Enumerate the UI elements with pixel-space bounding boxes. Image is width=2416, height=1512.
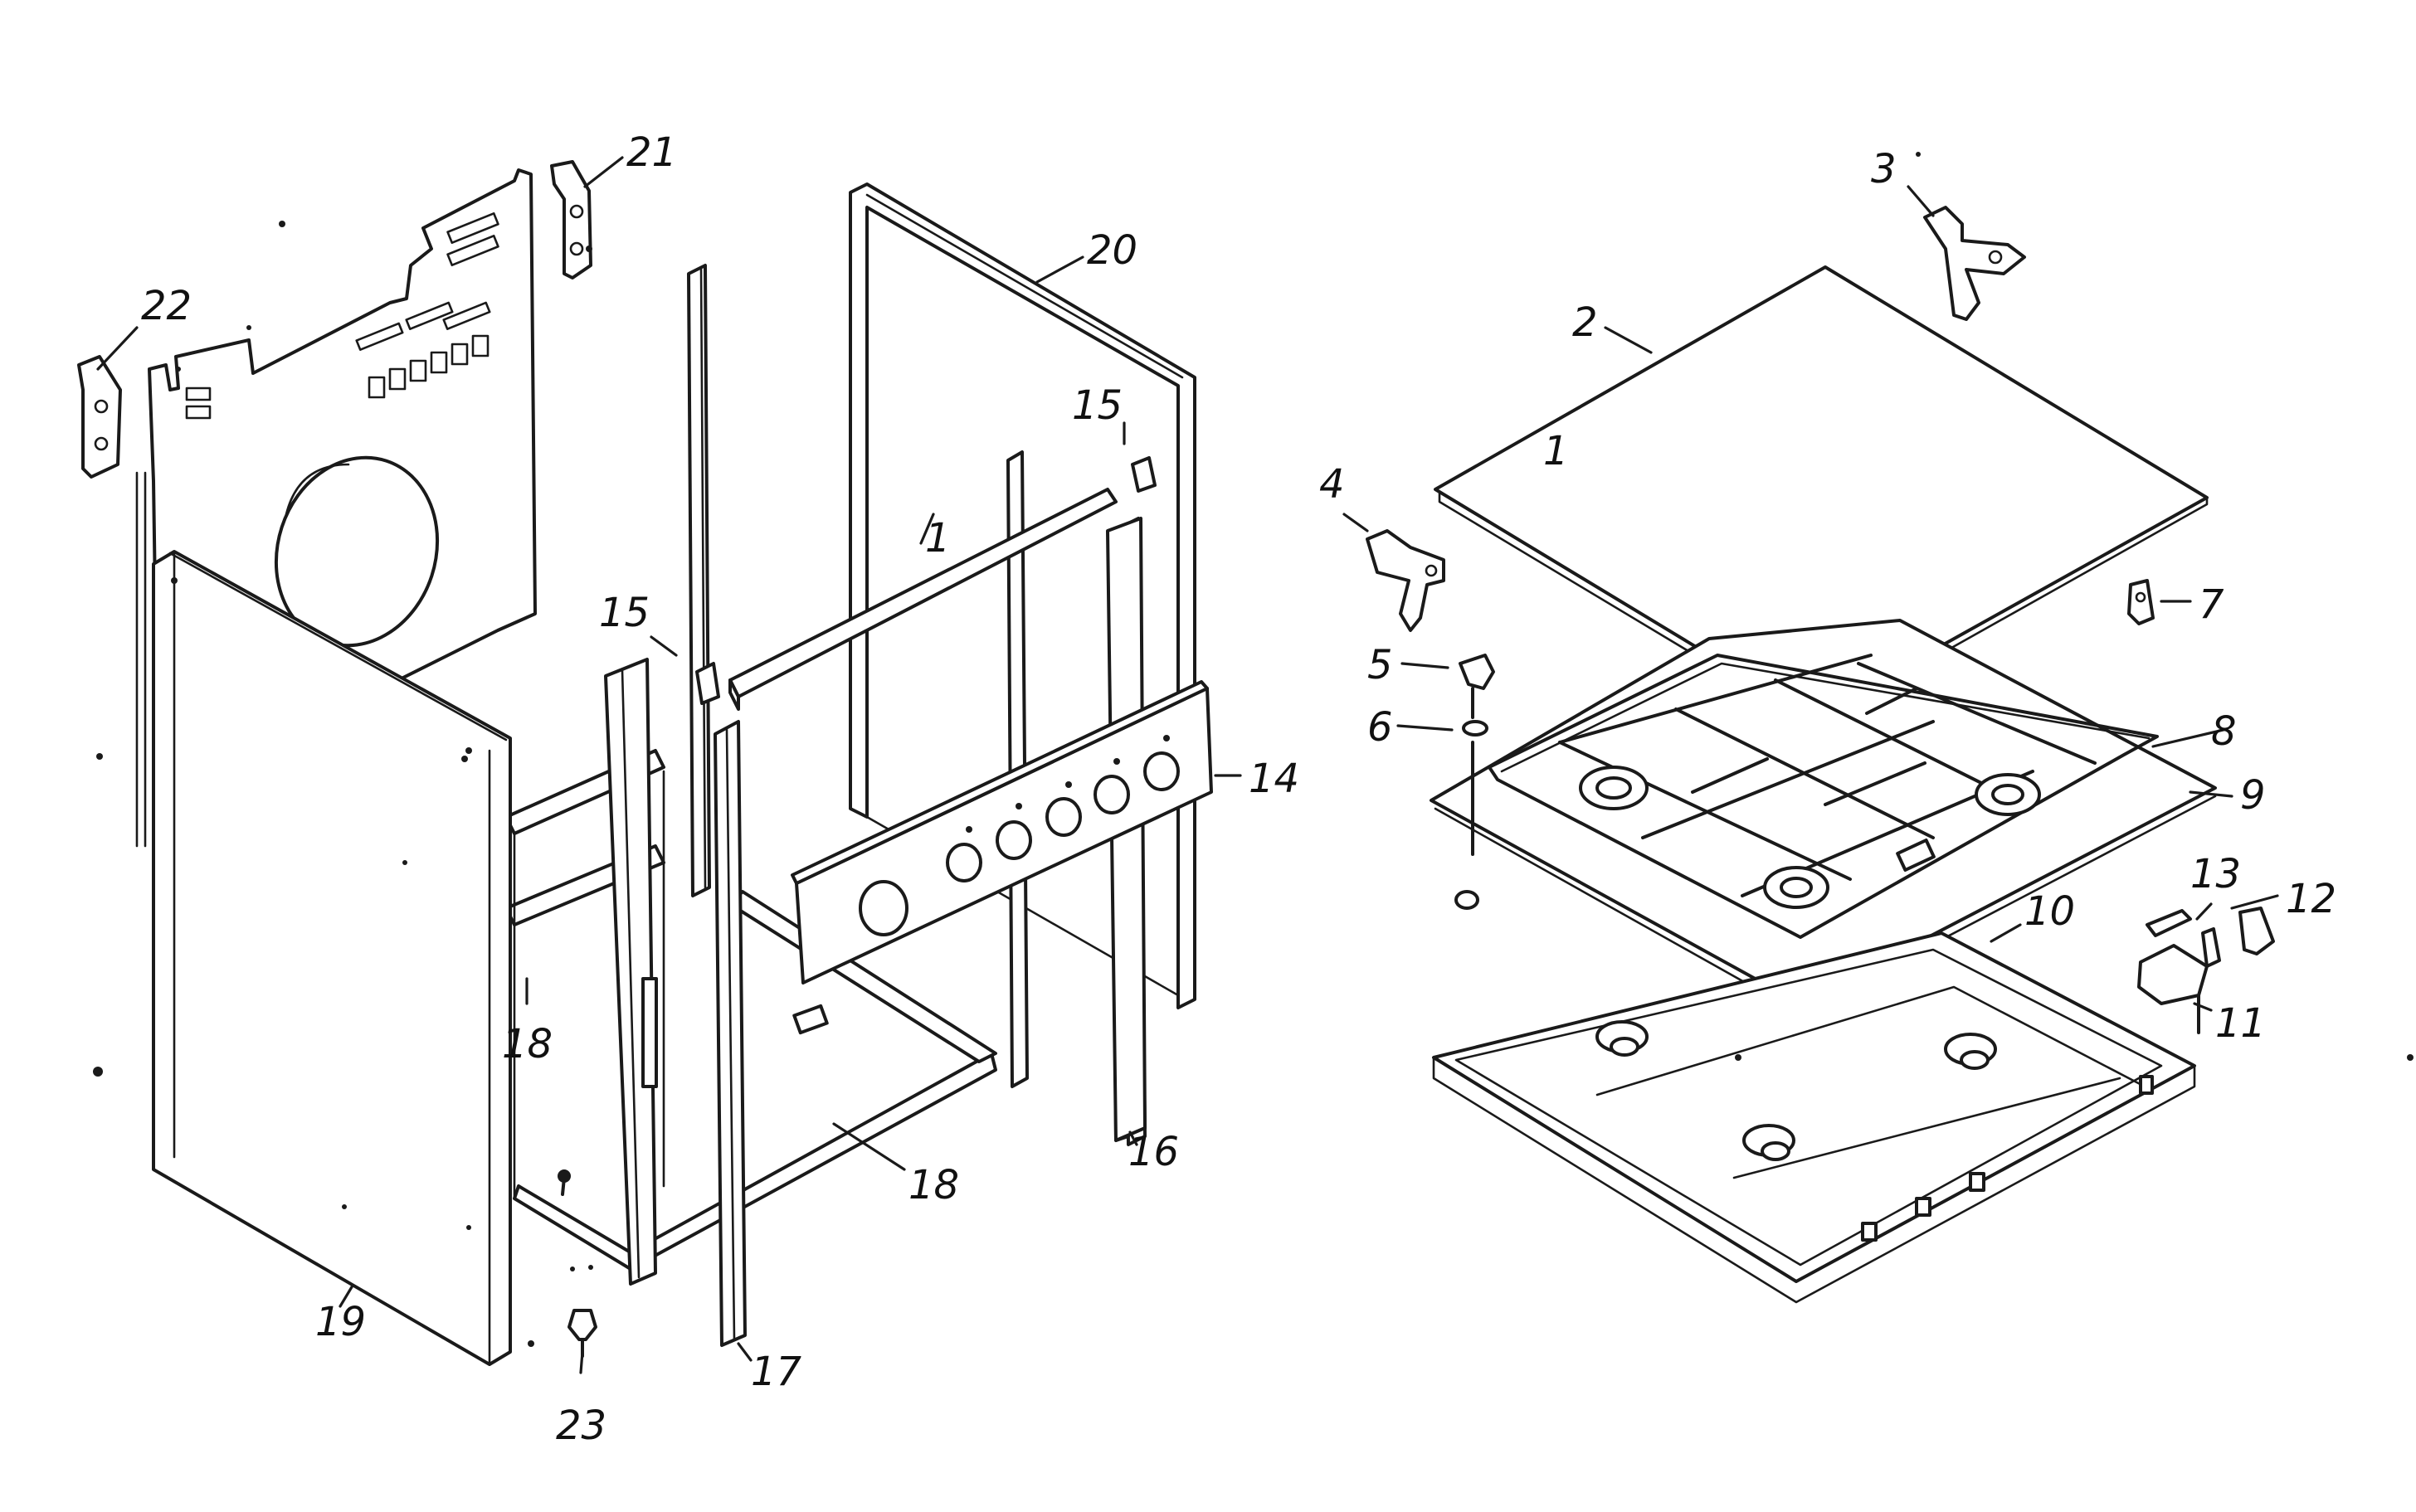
callout-20: 20 [1087,227,1137,274]
hob-plate [1430,619,2217,1015]
callout-18-bottom: 18 [908,1162,959,1208]
knob-5 [1459,654,1495,719]
callout-7: 7 [2199,581,2224,628]
front-right-rail [714,720,747,1347]
callout-23: 23 [556,1403,606,1449]
hinge-4 [1366,529,1445,632]
callout-3: 3 [1871,146,1897,192]
callout-17: 17 [751,1349,802,1395]
hinge-22 [77,355,122,479]
callout-2: 2 [1572,299,1598,346]
callout-10: 10 [2024,888,2075,935]
hob-assembly [1366,152,2414,1304]
callout-11: 11 [2215,1000,2266,1047]
callout-8: 8 [2211,708,2237,755]
control-panel [791,680,1213,985]
bottom-tray [1432,931,2196,1304]
callout-13: 13 [2190,851,2241,897]
callout-4: 4 [1319,461,1345,508]
clip-7 [2127,579,2155,625]
hinge-bracket-15-right [1131,456,1157,493]
callout-1-top-rail: 1 [925,515,951,562]
front-left-rail [604,658,658,1286]
hinge-bracket-15-left [695,662,720,705]
callout-labels: 1 1 2 3 4 5 6 7 8 9 10 11 12 13 14 15 15… [141,129,2336,1449]
washer-6 [1462,720,1488,856]
callout-21: 21 [626,129,677,176]
callout-12: 12 [2286,876,2336,922]
left-side-panel [152,550,512,1366]
glass-lid [1434,265,2209,727]
callout-6: 6 [1367,704,1393,751]
callout-22: 22 [141,283,192,329]
part-11 [2137,944,2209,1034]
callout-14: 14 [1249,756,1299,802]
callout-15-top: 15 [1072,382,1123,429]
callout-18-left: 18 [502,1021,553,1067]
pan-support [1488,654,2159,939]
hinge-21 [550,160,592,280]
callout-9: 9 [2240,772,2266,819]
hinge-3 [1923,206,2026,321]
leader-lines [96,156,2279,1374]
callout-15-left: 15 [599,590,650,636]
callout-5: 5 [1367,642,1393,688]
cabinet-assembly [77,160,1213,1366]
inner-rail [687,264,711,897]
part-12 [2201,907,2275,968]
part-13 [2146,909,2192,937]
callout-16: 16 [1128,1129,1179,1175]
callout-19: 19 [315,1299,366,1345]
foot-23 [567,1265,597,1358]
callout-1-lid: 1 [1543,428,1569,474]
top-rail [728,488,1118,711]
